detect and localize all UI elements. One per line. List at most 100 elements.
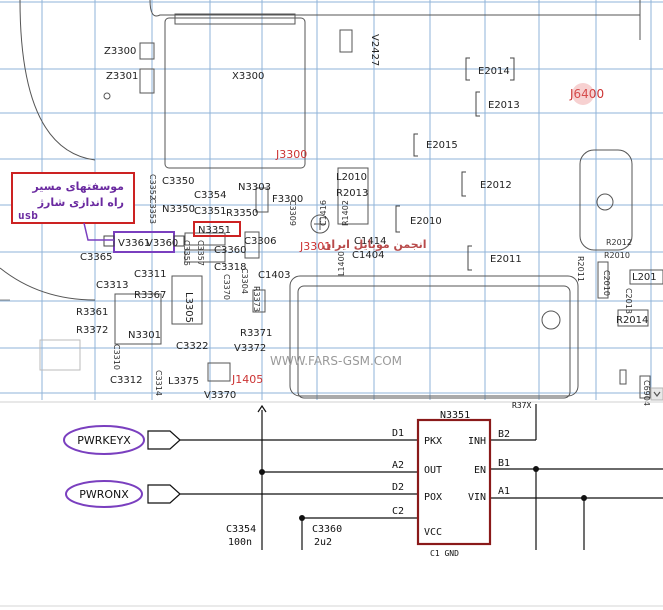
net-a1: A1	[498, 486, 510, 497]
label-j1405: J1405	[231, 373, 263, 386]
annotation-line-2: راه اندازی شارژ	[37, 196, 124, 209]
label-r3367: R3367	[134, 290, 166, 301]
label-c3322: C3322	[176, 341, 208, 352]
net-top-right: R37X	[512, 401, 531, 410]
label-c1404: C1404	[352, 250, 384, 261]
label-r3350: R3350	[226, 208, 258, 219]
pcb-grid	[0, 0, 663, 400]
label-c3312: C3312	[110, 375, 142, 386]
label-c3350: C3350	[162, 176, 194, 187]
label-e2013: E2013	[488, 100, 520, 111]
label-c3355: C3355	[182, 240, 191, 266]
scroll-down-icon[interactable]	[650, 387, 663, 401]
label-v2427: V2427	[369, 34, 380, 66]
label-c1403: C1403	[258, 270, 290, 281]
label-c3309: C3309	[288, 200, 297, 226]
label-c1414: C1414	[354, 236, 386, 247]
label-r2012: R2012	[606, 238, 632, 247]
label-r3373: R3373	[252, 286, 261, 312]
label-c3360: C3360	[214, 245, 246, 256]
label-v3370: V3370	[204, 390, 236, 401]
net-d1: D1	[392, 428, 404, 439]
label-e2015: E2015	[426, 140, 458, 151]
label-e2011: E2011	[490, 254, 522, 265]
label-l1400: L1400	[337, 251, 346, 276]
label-n3303: N3303	[238, 182, 271, 193]
label-c3365: C3365	[80, 252, 112, 263]
annotation-line-1: موسفتهای مسیر	[31, 180, 124, 193]
label-x3300: X3300	[232, 71, 264, 82]
signal-pwronx: PWRONX	[79, 488, 129, 501]
label-c3313: C3313	[96, 280, 128, 291]
pin-pox: POX	[424, 492, 442, 503]
label-c6904: C6904	[642, 380, 651, 406]
label-r3372: R3372	[76, 325, 108, 336]
pin-pkx: PKX	[424, 436, 442, 447]
label-e2010: E2010	[410, 216, 442, 227]
label-c3351: C3351	[194, 206, 226, 217]
label-e2014: E2014	[478, 66, 510, 77]
chip-name: N3351	[440, 410, 470, 421]
label-v3361: V3361	[118, 238, 150, 249]
label-c3310: C3310	[112, 344, 121, 370]
label-l3305: L3305	[183, 292, 194, 323]
label-r3361: R3361	[76, 307, 108, 318]
label-f3300: F3300	[272, 194, 303, 205]
pin-inh: INH	[468, 436, 486, 447]
label-r2014: R2014	[616, 315, 648, 326]
label-c3354: C3354	[194, 190, 226, 201]
label-l201: L201	[632, 272, 657, 283]
pin-vcc: VCC	[424, 527, 442, 538]
label-e2012: E2012	[480, 180, 512, 191]
chip-n3351	[416, 418, 492, 546]
label-z3300: Z3300	[104, 46, 136, 57]
label-l2010: L2010	[336, 172, 367, 183]
label-r3371: R3371	[240, 328, 272, 339]
label-r2011: R2011	[576, 256, 585, 282]
cap-c3360-name: C3360	[312, 524, 342, 535]
net-d2: D2	[392, 482, 404, 493]
label-l3375: L3375	[168, 376, 199, 387]
chip-gnd-label: C1 GND	[430, 549, 459, 558]
label-n3301: N3301	[128, 330, 161, 341]
label-n3350: N3350	[162, 204, 195, 215]
annotation-box: موسفتهای مسیر راه اندازی شارژ usb	[11, 172, 135, 241]
label-v3360: V3360	[146, 238, 178, 249]
net-c2: C2	[392, 506, 404, 517]
label-j3300: J3300	[275, 148, 307, 161]
pin-vin: VIN	[468, 492, 486, 503]
pcb-labels: Z3300 Z3301 X3300 V2427 E2014 E2013 J640…	[76, 34, 657, 406]
label-c3314: C3314	[154, 370, 163, 396]
cap-c3360-value: 2u2	[314, 537, 332, 548]
pin-en: EN	[474, 465, 486, 476]
label-r2013: R2013	[336, 188, 368, 199]
annotation-usb: usb	[18, 209, 38, 222]
overlay-persian-text: انجمن موبایل ایران	[322, 238, 427, 251]
net-b2: B2	[498, 429, 510, 440]
label-j6400: J6400	[569, 87, 604, 101]
cap-c3354-value: 100n	[228, 537, 252, 548]
label-c3370: C3370	[222, 274, 231, 300]
net-b1: B1	[498, 458, 510, 469]
label-z3301: Z3301	[106, 71, 138, 82]
label-c3357: C3357	[196, 240, 205, 266]
label-r1402: R1402	[341, 200, 350, 226]
label-c1416: C1416	[319, 200, 328, 226]
label-r2010: R2010	[604, 251, 630, 260]
label-c3311: C3311	[134, 269, 166, 280]
label-n3351-box: N3351	[198, 225, 231, 236]
label-c2010: C2010	[602, 270, 611, 296]
pcb-brackets	[395, 57, 515, 271]
signal-pwrkeyx: PWRKEYX	[77, 434, 131, 447]
label-c2013: C2013	[624, 288, 633, 314]
label-c3306: C3306	[244, 236, 276, 247]
pin-out: OUT	[424, 465, 442, 476]
label-c3304: C3304	[240, 268, 249, 294]
label-j3301: J3301	[299, 240, 331, 253]
pcb-outline	[0, 0, 663, 399]
label-v3372: V3372	[234, 343, 266, 354]
label-c3318: C3318	[214, 262, 246, 273]
watermark: WWW.FARS-GSM.COM	[270, 354, 402, 368]
schematic: PWRKEYX PWRONX N3351 R37X PKX OUT POX VC…	[63, 401, 663, 558]
